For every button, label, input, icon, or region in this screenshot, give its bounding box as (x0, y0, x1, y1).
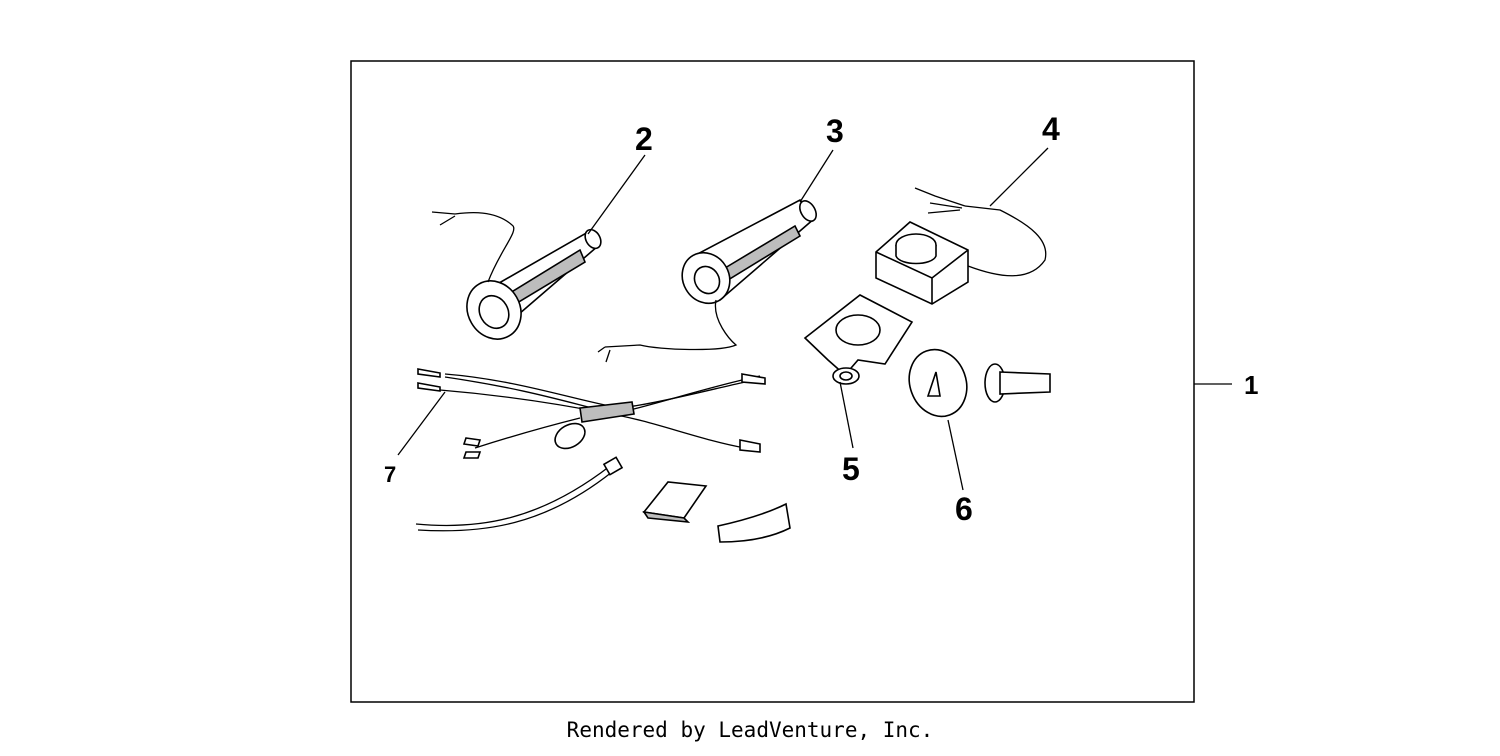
diagram-frame (350, 60, 1195, 703)
foam-pad[interactable] (717, 502, 791, 543)
footer-credit: Rendered by LeadVenture, Inc. (566, 718, 934, 742)
adhesive-tape[interactable] (642, 481, 708, 524)
heater-switch-unit[interactable] (875, 187, 1047, 305)
leader-line-2 (587, 154, 646, 235)
leader-line-6 (947, 419, 964, 491)
callout-1[interactable]: 1 (1244, 370, 1258, 400)
screw[interactable] (984, 363, 1051, 403)
mounting-plate[interactable] (803, 294, 914, 385)
callout-3[interactable]: 3 (826, 113, 844, 149)
connector-cable[interactable] (415, 456, 624, 532)
callout-4[interactable]: 4 (1042, 111, 1060, 147)
leader-line-7 (397, 391, 446, 456)
leader-line-5 (839, 381, 854, 449)
callout-5[interactable]: 5 (842, 451, 860, 487)
left-heated-grip[interactable] (431, 211, 604, 349)
leader-line-3 (799, 149, 834, 203)
callout-7[interactable]: 7 (384, 462, 396, 487)
callout-6[interactable]: 6 (955, 491, 973, 527)
callout-2[interactable]: 2 (635, 121, 653, 157)
right-heated-grip[interactable] (597, 198, 820, 363)
knob-cover[interactable] (900, 341, 976, 424)
wire-harness[interactable] (417, 368, 766, 459)
leader-line-4 (989, 147, 1049, 207)
